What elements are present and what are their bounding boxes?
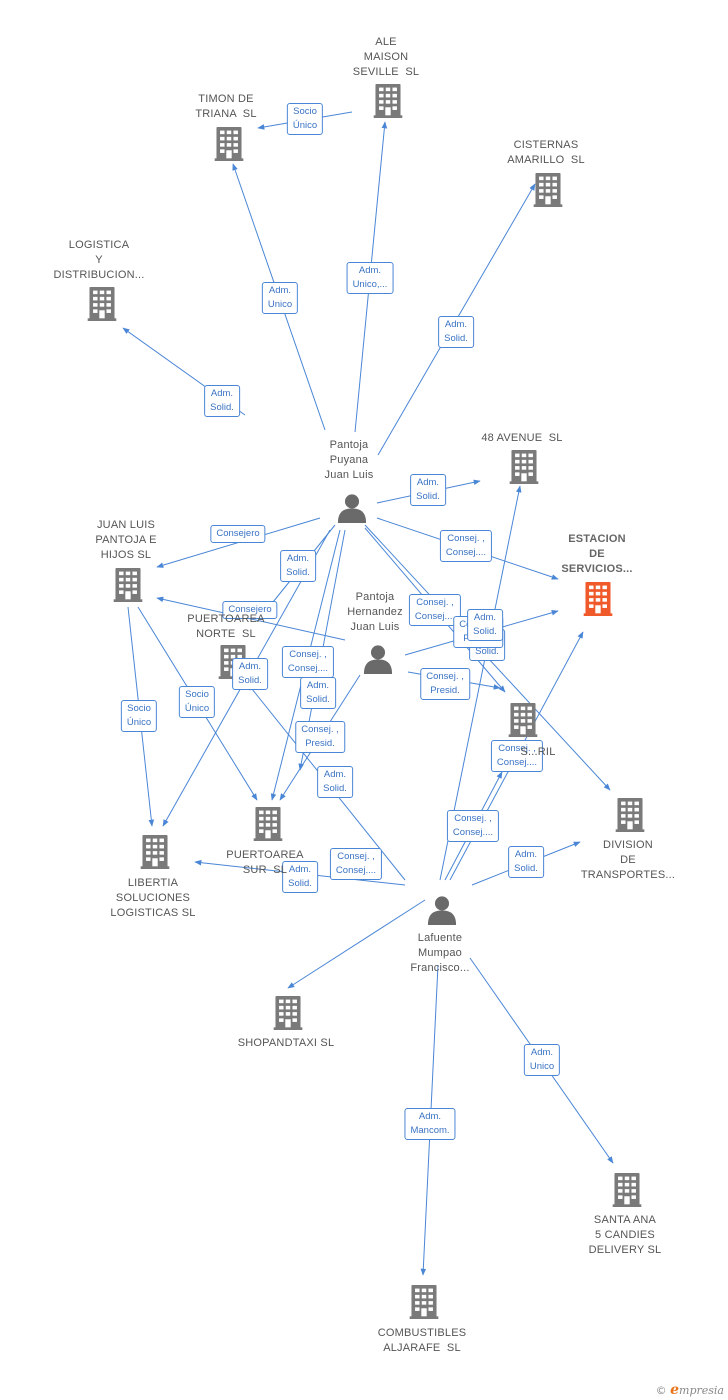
edge-label-p_lafuente-to-libertia[interactable]: Consej. , Consej.... <box>329 848 383 880</box>
edge-label-p_lafuente-to-estacion[interactable]: Consej. , Consej.... <box>490 740 544 772</box>
node-label-puertonorte[interactable]: PUERTOAREA NORTE SL <box>187 613 265 640</box>
node-label-juanluis[interactable]: JUAN LUIS PANTOJA E HIJOS SL <box>95 519 157 561</box>
edge-label-p_lafuente-to-division[interactable]: Adm. Solid. <box>508 846 544 878</box>
node-label-p_lafuente[interactable]: Lafuente Mumpao Francisco... <box>410 932 470 974</box>
edge-label-p_puyana-to-juanluis[interactable]: Consejero <box>210 525 266 543</box>
edge-label-p_puyana-to-shopand[interactable]: Adm. Solid. <box>300 677 336 709</box>
brand-initial: e <box>670 1382 680 1398</box>
edge-label-p_puyana-to-sril[interactable]: Consej. , Consej.... <box>408 594 462 626</box>
edge-label-p_puyana-to-puertosur[interactable]: Consej. , Consej.... <box>281 646 335 678</box>
node-label-puertosur[interactable]: PUERTOAREA SUR SL <box>226 849 304 876</box>
node-label-timon[interactable]: TIMON DE TRIANA SL <box>195 93 257 120</box>
node-label-cisternas[interactable]: CISTERNAS AMARILLO SL <box>507 139 585 166</box>
building-icon-libertia[interactable] <box>140 835 170 869</box>
edge-label-p_puyana-to-avenue48[interactable]: Adm. Solid. <box>410 474 446 506</box>
person-icon-p_lafuente[interactable] <box>427 896 457 925</box>
edge-label-p_puyana-to-logistica[interactable]: Adm. Solid. <box>204 385 240 417</box>
building-icon-estacion[interactable] <box>583 582 613 616</box>
building-icon-avenue48[interactable] <box>509 450 539 484</box>
node-label-libertia[interactable]: LIBERTIA SOLUCIONES LOGISTICAS SL <box>110 877 196 919</box>
edge-label-p_lafuente-to-shopand[interactable]: Adm. Solid. <box>282 861 318 893</box>
copyright-symbol: © <box>655 1384 667 1397</box>
node-label-logistica[interactable]: LOGISTICA Y DISTRIBUCION... <box>53 239 145 281</box>
edge-label-p_puyana-to-cisternas[interactable]: Adm. Solid. <box>438 316 474 348</box>
brand-name: mpresia <box>679 1384 724 1397</box>
building-icon-juanluis[interactable] <box>113 568 143 602</box>
building-icon-santaana[interactable] <box>612 1173 642 1207</box>
building-icon-cisternas[interactable] <box>533 173 563 207</box>
node-label-p_hernandez[interactable]: Pantoja Hernandez Juan Luis <box>347 591 403 633</box>
node-label-avenue48[interactable]: 48 AVENUE SL <box>481 432 563 444</box>
edge-label-p_lafuente-to-avenue48[interactable]: Adm. Solid. <box>467 609 503 641</box>
node-label-combustibles[interactable]: COMBUSTIBLES ALJARAFE SL <box>377 1327 467 1354</box>
edge-label-p_puyana-to-estacion[interactable]: Consej. , Consej.... <box>439 530 493 562</box>
node-label-shopand[interactable]: SHOPANDTAXI SL <box>237 1037 335 1049</box>
node-label-estacion[interactable]: ESTACION DE SERVICIOS... <box>561 533 633 575</box>
edge-label-p_lafuente-to-combustibles[interactable]: Adm. Mancom. <box>404 1108 456 1140</box>
person-icon-p_puyana[interactable] <box>337 494 367 523</box>
node-label-ale[interactable]: ALE MAISON SEVILLE SL <box>352 36 420 78</box>
edge-label-ale-to-timon[interactable]: Socio Único <box>286 103 324 135</box>
edge-label-p_puyana-to-puertonorte[interactable]: Adm. Solid. <box>280 550 316 582</box>
edge-label-p_puyana-to-timon[interactable]: Adm. Unico <box>261 282 299 314</box>
edge-label-juanluis-to-libertia[interactable]: Socio Único <box>120 700 158 732</box>
edge-label-p_puyana-to-libertia[interactable]: Adm. Solid. <box>232 658 268 690</box>
node-label-division[interactable]: DIVISION DE TRANSPORTES... <box>580 839 676 881</box>
building-icon-combustibles[interactable] <box>409 1285 439 1319</box>
edge-label-p_hernandez-to-juanluis[interactable]: Consejero <box>222 601 278 619</box>
building-icon-shopand[interactable] <box>273 996 303 1030</box>
edge-label-p_lafuente-to-sril[interactable]: Consej. , Consej.... <box>446 810 500 842</box>
building-icon-ale[interactable] <box>373 84 403 118</box>
building-icon-timon[interactable] <box>214 127 244 161</box>
edge-label-p_hernandez-to-puertosur[interactable]: Consej. , Presid. <box>295 721 345 753</box>
copyright-notice: © empresia <box>656 1382 724 1398</box>
node-label-santaana[interactable]: SANTA ANA 5 CANDIES DELIVERY SL <box>588 1214 662 1256</box>
edge-label-p_lafuente-to-santaana[interactable]: Adm. Unico <box>523 1044 561 1076</box>
edge-p_lafuente-to-shopand <box>287 899 426 989</box>
building-icon-sril[interactable] <box>508 703 538 737</box>
node-label-p_puyana[interactable]: Pantoja Puyana Juan Luis <box>324 439 374 481</box>
edge-label-p_hernandez-to-sril[interactable]: Consej. , Presid. <box>420 668 470 700</box>
building-icon-division[interactable] <box>615 798 645 832</box>
edge-label-juanluis-to-puertosur[interactable]: Socio Único <box>178 686 216 718</box>
building-icon-logistica[interactable] <box>87 287 117 321</box>
person-icon-p_hernandez[interactable] <box>363 645 393 674</box>
edge-p_hernandez-to-juanluis <box>156 596 346 641</box>
edge-label-p_puyana-to-ale[interactable]: Adm. Unico,... <box>346 262 394 294</box>
edge-label-p_lafuente-to-puertonorte[interactable]: Adm. Solid. <box>317 766 353 798</box>
building-icon-puertosur[interactable] <box>253 807 283 841</box>
node-label-sril[interactable]: S...RIL <box>520 746 556 758</box>
